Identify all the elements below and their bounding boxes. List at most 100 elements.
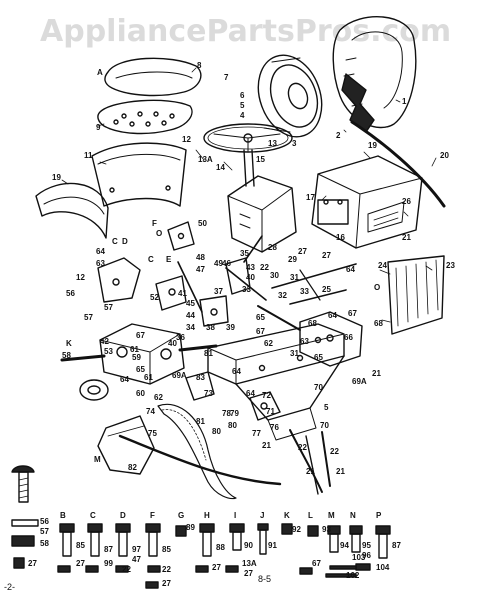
svg-text:62: 62 (154, 393, 163, 402)
svg-text:60: 60 (136, 389, 145, 398)
svg-text:27: 27 (76, 559, 85, 568)
svg-text:32: 32 (278, 291, 287, 300)
svg-text:M: M (328, 511, 335, 520)
dash-support-tower (227, 175, 297, 253)
leader-lines (61, 67, 437, 323)
svg-text:64: 64 (346, 265, 355, 274)
svg-text:74: 74 (146, 407, 155, 416)
svg-text:M: M (94, 455, 101, 464)
seat-pan (97, 99, 193, 135)
svg-text:22: 22 (162, 565, 171, 574)
svg-text:44: 44 (186, 311, 195, 320)
battery (317, 199, 349, 225)
svg-text:87: 87 (104, 545, 113, 554)
svg-text:91: 91 (268, 541, 277, 550)
svg-text:33: 33 (300, 287, 309, 296)
steering-column (243, 149, 255, 187)
svg-text:13A: 13A (242, 559, 257, 568)
svg-text:5: 5 (324, 403, 329, 412)
svg-text:64: 64 (120, 375, 129, 384)
nut-lock (13, 557, 25, 569)
bolt-N (327, 525, 341, 553)
svg-text:67: 67 (256, 327, 265, 336)
bolt-K (281, 523, 293, 535)
svg-text:27: 27 (212, 563, 221, 572)
svg-text:58: 58 (62, 351, 71, 360)
svg-text:92: 92 (292, 525, 301, 534)
svg-text:5: 5 (240, 101, 245, 110)
svg-text:34: 34 (186, 323, 195, 332)
svg-text:33: 33 (242, 285, 251, 294)
svg-text:71: 71 (266, 407, 275, 416)
svg-text:15: 15 (256, 155, 265, 164)
svg-text:39: 39 (226, 323, 235, 332)
svg-text:2: 2 (336, 131, 341, 140)
svg-text:24: 24 (378, 261, 387, 270)
svg-text:93: 93 (322, 525, 331, 534)
svg-text:O: O (374, 283, 380, 292)
bolt-O (349, 525, 363, 553)
svg-text:67: 67 (312, 559, 321, 568)
svg-text:67: 67 (348, 309, 357, 318)
drive-belt (157, 403, 237, 500)
svg-text:C: C (112, 237, 118, 246)
svg-text:31: 31 (290, 349, 299, 358)
svg-text:22: 22 (330, 447, 339, 456)
brake-band-bracket (185, 371, 215, 401)
svg-text:80: 80 (212, 427, 221, 436)
svg-text:103: 103 (352, 553, 366, 562)
svg-text:56: 56 (40, 517, 49, 526)
svg-text:28: 28 (268, 243, 277, 252)
svg-text:77: 77 (252, 429, 261, 438)
shift-bracket (97, 257, 141, 303)
svg-text:68: 68 (308, 319, 317, 328)
svg-text:30: 30 (270, 271, 279, 280)
clutch-bracket (155, 275, 187, 311)
svg-text:58: 58 (40, 539, 49, 548)
svg-text:9: 9 (96, 123, 101, 132)
svg-text:22: 22 (122, 565, 131, 574)
svg-text:53: 53 (104, 347, 113, 356)
svg-text:I: I (234, 511, 236, 520)
svg-text:21: 21 (372, 369, 381, 378)
pedal-shaft (257, 305, 301, 331)
svg-text:13: 13 (268, 139, 277, 148)
svg-text:40: 40 (168, 339, 177, 348)
svg-text:72: 72 (262, 391, 271, 400)
svg-text:20: 20 (440, 151, 449, 160)
svg-text:38: 38 (206, 323, 215, 332)
svg-text:64: 64 (232, 367, 241, 376)
callout-labels: A 8 9 7 6 5 4 3 1 2 20 19 11 19 12 13A 1… (28, 61, 455, 588)
pedal-bracket-39 (199, 295, 229, 327)
svg-text:7: 7 (224, 73, 229, 82)
svg-text:41: 41 (178, 289, 187, 298)
svg-text:61: 61 (144, 373, 153, 382)
svg-text:46: 46 (222, 259, 231, 268)
brake-rod (177, 261, 267, 313)
svg-text:67: 67 (136, 331, 145, 340)
bolt-I (229, 523, 245, 551)
svg-text:80: 80 (228, 421, 237, 430)
svg-text:27: 27 (244, 569, 253, 578)
small-washers (57, 563, 371, 589)
carriage-bolt-55 (11, 465, 35, 503)
svg-text:27: 27 (162, 579, 171, 588)
svg-text:8: 8 (197, 61, 202, 70)
svg-text:23: 23 (446, 261, 455, 270)
svg-text:17: 17 (306, 193, 315, 202)
svg-text:C: C (148, 255, 154, 264)
svg-text:H: H (204, 511, 210, 520)
svg-text:D: D (120, 511, 126, 520)
svg-text:73: 73 (204, 389, 213, 398)
svg-text:94: 94 (340, 541, 349, 550)
hex-nut-58 (11, 535, 35, 547)
side-panel (387, 255, 445, 335)
transmission-pulley (79, 379, 109, 401)
steering-wheel (203, 123, 293, 153)
svg-text:70: 70 (314, 383, 323, 392)
svg-text:11: 11 (84, 151, 93, 160)
svg-text:97: 97 (132, 545, 141, 554)
svg-text:14: 14 (216, 163, 225, 172)
svg-text:87: 87 (392, 541, 401, 550)
